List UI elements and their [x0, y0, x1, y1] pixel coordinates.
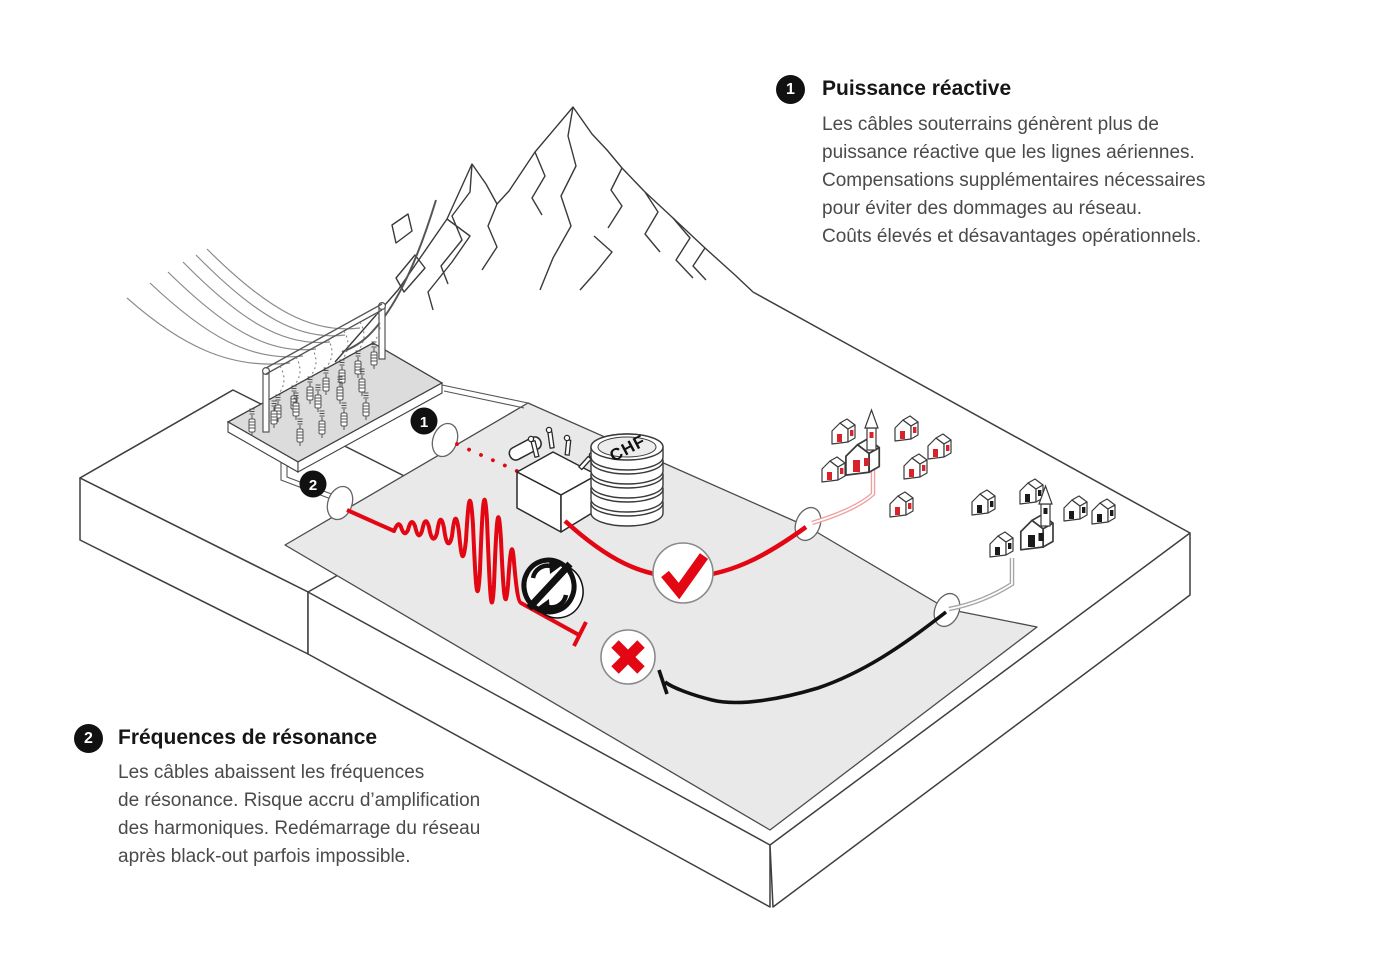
front-left-face: [307, 591, 771, 908]
gantry: [262, 302, 387, 433]
overhead-power-lines: [126, 248, 361, 365]
resonance-wave: [346, 497, 588, 647]
annotation-1-line: pour éviter des dommages au réseau.: [822, 198, 1143, 219]
annotation-2-badge: 2: [74, 724, 103, 753]
village-cable-red: [811, 468, 876, 526]
annotation-1-line: puissance réactive que les lignes aérien…: [822, 142, 1195, 163]
cross-circle: [600, 629, 656, 685]
blocked-terminator-black: [657, 669, 669, 695]
church-red: [845, 408, 881, 477]
annotation-2-line: Les câbles abaissent les fréquences: [118, 762, 425, 783]
church-black: [1019, 484, 1054, 551]
front-right-face: [769, 532, 1191, 908]
check-circle: [652, 542, 714, 604]
cross-icon: [611, 640, 645, 674]
annotation-1-line: Les câbles souterrains génèrent plus de: [822, 114, 1159, 135]
annotation-1-title: Puissance réactive: [822, 77, 1012, 100]
annotation-2-line: de résonance. Risque accru d’amplificati…: [118, 790, 481, 811]
diagram-badge-2: 2: [299, 470, 327, 498]
annotation-1-line: Compensations supplémentaires nécessaire…: [822, 170, 1206, 191]
transformer: [508, 426, 598, 533]
diagram-badge-2-number: 2: [309, 477, 317, 494]
village-black: [971, 478, 1116, 558]
village-red: [821, 408, 952, 518]
annotation-2-title: Fréquences de résonance: [118, 726, 378, 749]
check-icon: [661, 553, 709, 600]
village-cable-gray: [948, 558, 1015, 612]
hanging-insulators: [279, 312, 381, 393]
diagram-badge-1-number: 1: [420, 414, 428, 431]
annotation-2-body: Les câbles abaissent les fréquences de r…: [118, 759, 480, 871]
black-cable-blocked: [657, 610, 948, 705]
annotation-1-badge: 1: [776, 75, 805, 104]
duct-hole-2: [326, 485, 354, 521]
diagram-badge-1: 1: [410, 407, 438, 435]
annotation-1-line: Coûts élevés et désavantages opérationne…: [822, 226, 1202, 247]
cable-platform: [226, 302, 444, 473]
annotation-1-body: Les câbles souterrains génèrent plus de …: [822, 111, 1205, 251]
annotation-2-line: des harmoniques. Redémarrage du réseau: [118, 818, 481, 839]
blocked-terminator-red: [572, 621, 588, 647]
mountain: [334, 106, 754, 363]
no-restart-icon: [521, 557, 584, 619]
chf-coin-stack: CHF: [590, 431, 664, 527]
annotation-2-line: après black-out parfois impossible.: [118, 846, 411, 867]
